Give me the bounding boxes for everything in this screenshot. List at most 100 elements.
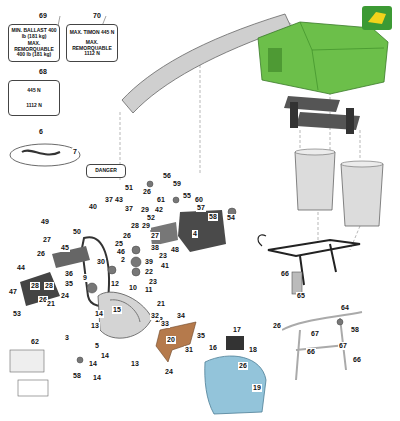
decal-text: 445 N <box>11 88 57 94</box>
callout-number: 13 <box>90 322 100 330</box>
decal-box: DANGER <box>86 164 126 178</box>
callout-number: 11 <box>144 286 153 294</box>
decal-text: 1112 N <box>11 103 57 109</box>
callout-number: 44 <box>16 264 26 272</box>
callout-number: 34 <box>176 312 186 320</box>
callout-number: 23 <box>158 252 168 260</box>
callout-number: 36 <box>64 270 74 278</box>
callout-number: 56 <box>162 172 172 180</box>
callout-number: 62 <box>30 338 40 346</box>
callout-number: 28 <box>44 282 54 290</box>
callout-number: 38 <box>150 244 160 252</box>
callout-number: 58 <box>350 326 360 334</box>
callout-number: 43 <box>114 196 124 204</box>
callout-number: 27 <box>42 236 52 244</box>
callout-number: 30 <box>96 258 106 266</box>
callout-number: 52 <box>146 214 156 222</box>
callout-number: 66 <box>306 348 316 356</box>
callout-number: 35 <box>64 280 74 288</box>
callout-number: 28 <box>30 282 40 290</box>
callout-number: 10 <box>128 284 138 292</box>
callout-number: 66 <box>352 356 362 364</box>
callout-number: 68 <box>38 68 48 76</box>
callout-number: 48 <box>170 246 180 254</box>
callout-number: 45 <box>60 244 70 252</box>
callout-number: 60 <box>194 196 204 204</box>
callout-number: 6 <box>38 128 44 136</box>
decal-text: MIN. BALLAST 400 lb (181 kg) <box>11 28 57 39</box>
decal-text: MAX. REMORQUABLE 1112 N <box>69 40 115 57</box>
callout-number: 24 <box>164 368 174 376</box>
callout-number: 12 <box>110 280 120 288</box>
callout-number: 49 <box>40 218 50 226</box>
callout-number: 51 <box>124 184 134 192</box>
callout-number: 54 <box>226 214 236 222</box>
callout-number: 2 <box>120 256 126 264</box>
callout-number: 35 <box>196 332 206 340</box>
callout-number: 69 <box>38 12 48 20</box>
callout-number: 4 <box>192 230 198 238</box>
decal-text: DANGER <box>89 168 123 174</box>
callout-number: 14 <box>88 360 98 368</box>
callout-number: 26 <box>142 188 152 196</box>
callout-number: 53 <box>12 310 22 318</box>
callout-number: 47 <box>8 288 18 296</box>
callout-number: 23 <box>148 278 158 286</box>
callout-number: 21 <box>156 300 166 308</box>
callout-number: 22 <box>144 268 154 276</box>
callout-number: 57 <box>196 204 206 212</box>
callout-number: 29 <box>140 206 150 214</box>
decal-text: MAX. REMORQUABLE 400 lb (181 kg) <box>11 41 57 58</box>
callout-number: 15 <box>112 306 122 314</box>
decal-box: 445 N 1112 N <box>8 80 60 116</box>
callout-number: 28 <box>130 222 140 230</box>
callout-number: 55 <box>182 192 192 200</box>
callout-number: 67 <box>338 342 348 350</box>
decal-box: MAX. TIMON 445 N MAX. REMORQUABLE 1112 N <box>66 24 118 62</box>
callout-number: 5 <box>94 342 100 350</box>
callout-number: 9 <box>82 274 88 282</box>
callout-number: 40 <box>88 203 98 211</box>
decal-text: MAX. TIMON 445 N <box>69 30 115 36</box>
callout-number: 41 <box>160 262 170 270</box>
callout-number: 17 <box>232 326 242 334</box>
callout-number: 21 <box>46 300 56 308</box>
callout-number: 39 <box>144 258 154 266</box>
callout-number: 7 <box>72 148 78 156</box>
callout-number: 14 <box>92 374 102 382</box>
callout-number: 64 <box>340 304 350 312</box>
callout-number: 50 <box>72 228 82 236</box>
callout-number: 14 <box>94 310 104 318</box>
callout-number: 14 <box>100 352 110 360</box>
callout-number: 19 <box>252 384 262 392</box>
callout-number: 26 <box>122 232 132 240</box>
callout-number: 42 <box>154 206 164 214</box>
callout-number: 61 <box>156 196 166 204</box>
callout-number: 65 <box>296 292 306 300</box>
callout-number: 26 <box>36 250 46 258</box>
callout-number: 58 <box>72 372 82 380</box>
callout-number: 37 <box>104 196 114 204</box>
callout-number: 58 <box>208 213 218 221</box>
callout-number: 18 <box>248 346 258 354</box>
callout-number: 59 <box>172 180 182 188</box>
callout-number: 3 <box>64 334 70 342</box>
callout-number: 32 <box>150 312 160 320</box>
callout-number: 67 <box>310 330 320 338</box>
callout-number: 33 <box>160 320 170 328</box>
callout-number: 24 <box>60 292 70 300</box>
callout-number: 46 <box>116 248 126 256</box>
callout-number: 70 <box>92 12 102 20</box>
callout-number: 26 <box>272 322 282 330</box>
decal-box: MIN. BALLAST 400 lb (181 kg) MAX. REMORQU… <box>8 24 60 62</box>
callout-number: 25 <box>114 240 124 248</box>
callout-number: 27 <box>150 232 160 240</box>
callout-number: 13 <box>130 360 140 368</box>
callout-number: 66 <box>280 270 290 278</box>
callout-number: 20 <box>166 336 176 344</box>
callout-number: 16 <box>208 344 218 352</box>
callout-number: 29 <box>141 222 151 230</box>
callout-number: 31 <box>184 346 194 354</box>
callout-number: 37 <box>124 205 134 213</box>
callout-number: 26 <box>238 362 248 370</box>
